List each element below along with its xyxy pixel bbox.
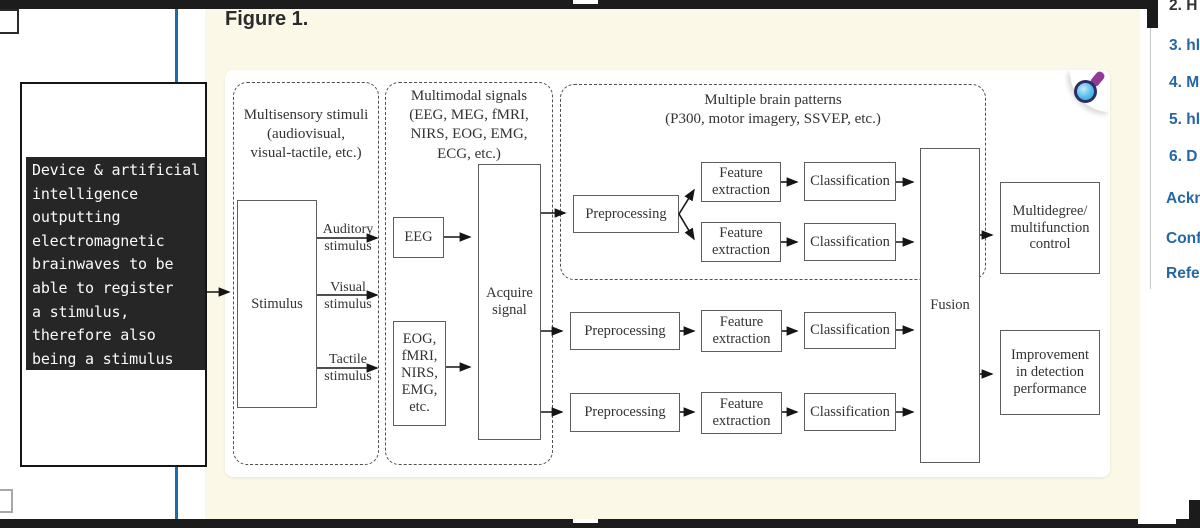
node-feature-extraction-3: Feature extraction bbox=[701, 310, 782, 352]
node-acquire-signal: Acquire signal bbox=[478, 164, 541, 440]
scrollbar-thumb[interactable] bbox=[1147, 0, 1158, 28]
flow-label-auditory-stimulus: Auditory stimulus bbox=[322, 222, 374, 254]
window-edge-artifact-bottom-left bbox=[0, 489, 13, 513]
node-preprocessing-3: Preprocessing bbox=[570, 393, 680, 432]
annotation-note: Device & artificial intelligence outputt… bbox=[26, 157, 205, 370]
node-classification-1: Classification bbox=[804, 162, 896, 201]
sidebar-item-section-6[interactable]: 6. D bbox=[1169, 148, 1198, 165]
node-feature-extraction-1: Feature extraction bbox=[701, 162, 781, 202]
node-feature-extraction-4: Feature extraction bbox=[701, 392, 782, 434]
top-window-bar bbox=[0, 0, 1157, 9]
node-preprocessing-2: Preprocessing bbox=[570, 312, 680, 350]
node-improvement: Improvement in detection performance bbox=[1000, 330, 1100, 415]
flow-label-visual-stimulus: Visual stimulus bbox=[324, 280, 372, 312]
node-classification-3: Classification bbox=[804, 312, 896, 349]
window-notch-top bbox=[573, 0, 598, 4]
sidebar-item-section-5[interactable]: 5. hl bbox=[1169, 111, 1200, 128]
group-title-patterns: Multiple brain patterns (P300, motor ima… bbox=[665, 92, 881, 128]
node-classification-4: Classification bbox=[804, 393, 896, 431]
sidebar-item-acknowledgments[interactable]: Ackn bbox=[1166, 190, 1200, 207]
flow-label-tactile-stimulus: Tactile stimulus bbox=[324, 352, 372, 384]
magnifier-zoom-icon[interactable] bbox=[1074, 80, 1097, 103]
node-eeg: EEG bbox=[393, 217, 444, 258]
sidebar-item-section-3[interactable]: 3. hl bbox=[1169, 37, 1200, 54]
group-multiple-brain-patterns bbox=[560, 84, 986, 280]
sidebar-item-section-2[interactable]: 2. H bbox=[1169, 0, 1198, 14]
group-multisensory-stimuli bbox=[233, 82, 379, 465]
window-notch-bottom-right bbox=[1138, 519, 1176, 524]
sidebar-item-section-4[interactable]: 4. M bbox=[1169, 74, 1200, 91]
scrollbar-corner[interactable] bbox=[1189, 500, 1200, 528]
group-title-multimodal: Multimodal signals (EEG, MEG, fMRI, NIRS… bbox=[409, 88, 529, 162]
window-edge-artifact-top-left bbox=[0, 9, 19, 34]
group-multimodal-signals bbox=[385, 82, 553, 465]
group-title-multisensory: Multisensory stimuli (audiovisual, visua… bbox=[243, 107, 369, 162]
sidebar-item-references[interactable]: Refe bbox=[1166, 265, 1200, 282]
node-feature-extraction-2: Feature extraction bbox=[701, 222, 781, 262]
bottom-window-bar bbox=[0, 519, 1200, 528]
node-classification-2: Classification bbox=[804, 223, 896, 261]
node-multidegree-control: Multidegree/ multifunction control bbox=[1000, 182, 1100, 274]
figure-caption: Figure 1. bbox=[225, 8, 309, 30]
window-notch-bottom-left bbox=[573, 519, 598, 523]
node-preprocessing-1: Preprocessing bbox=[573, 195, 679, 233]
node-fusion: Fusion bbox=[920, 148, 980, 463]
node-other-signals: EOG, fMRI, NIRS, EMG, etc. bbox=[393, 321, 446, 426]
sidebar-item-conflicts[interactable]: Conf bbox=[1166, 230, 1200, 247]
sidebar-divider bbox=[1150, 9, 1151, 289]
node-stimulus: Stimulus bbox=[237, 200, 317, 408]
